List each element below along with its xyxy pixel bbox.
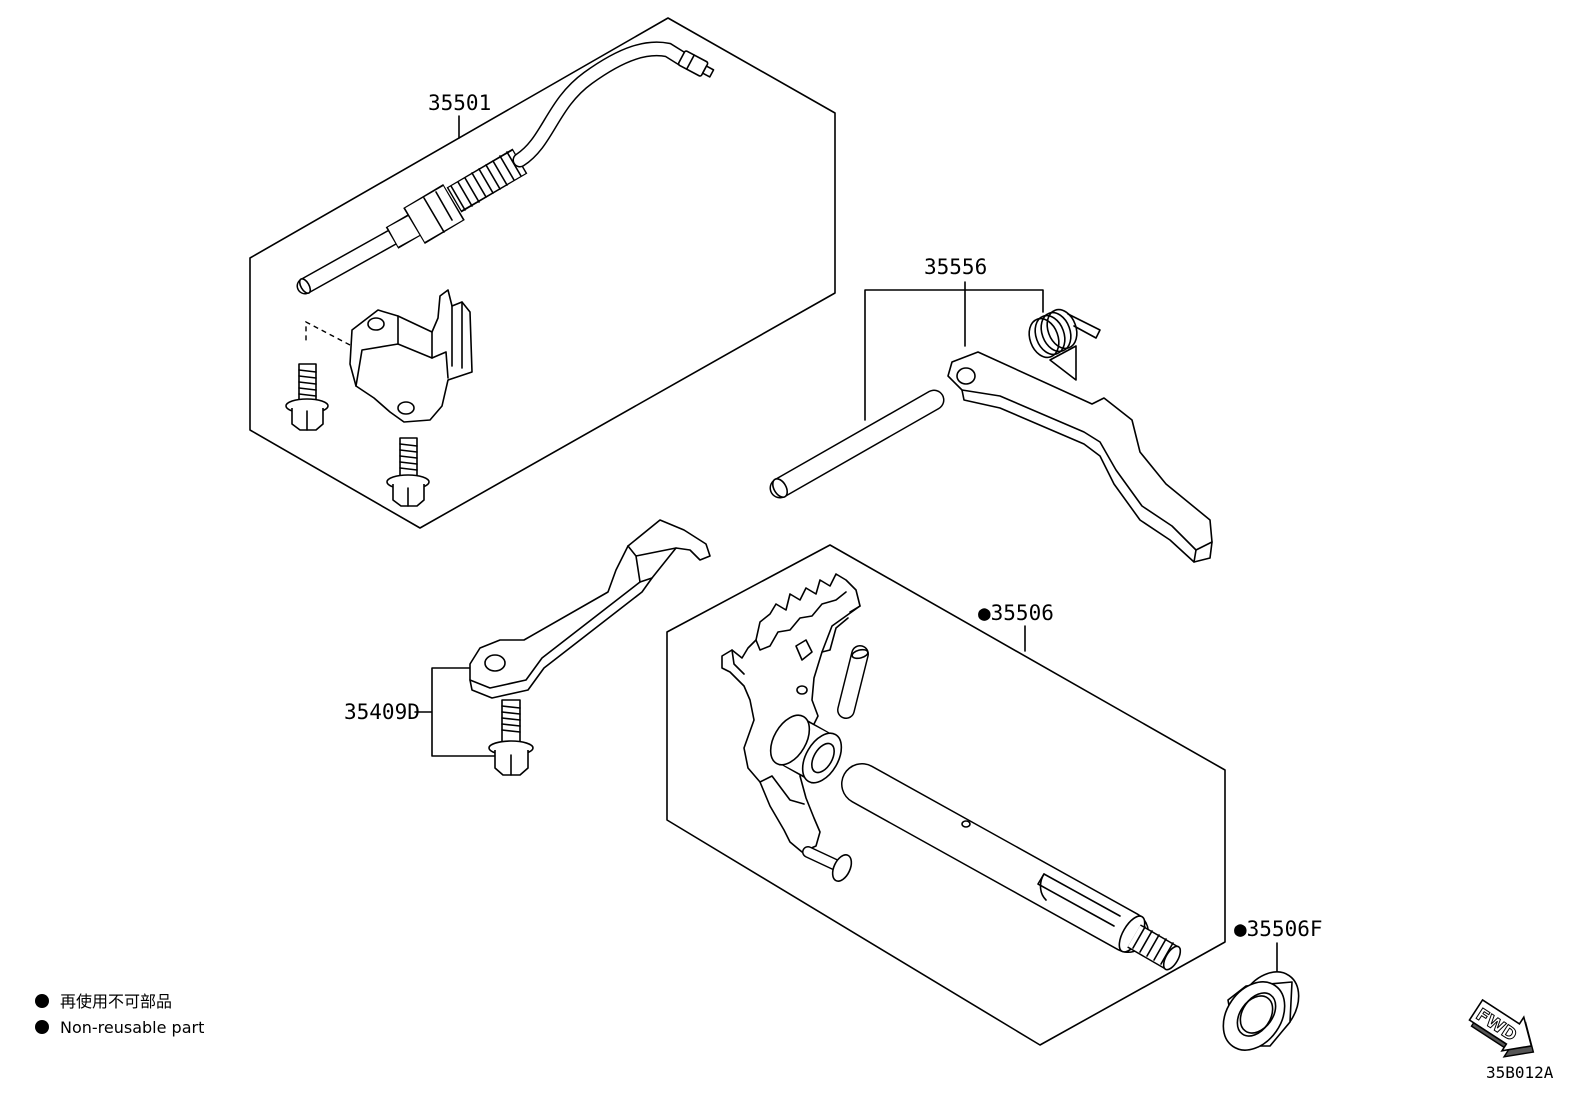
shift-sector-plate — [721, 573, 861, 853]
shaft-kit-outline — [666, 544, 1226, 1046]
spring-leg — [1049, 345, 1077, 381]
lever-set-bracket-lines — [864, 281, 1044, 421]
sector-plate-slot — [795, 639, 813, 661]
detent-plate — [469, 519, 711, 699]
shift-lever — [947, 351, 1213, 563]
shift-bushing — [769, 714, 843, 784]
lever-pin-end — [771, 478, 789, 498]
legend-japanese: 再使用不可部品 — [60, 992, 172, 1011]
cable-bracket-edge — [355, 343, 399, 387]
detent-plate-hole — [484, 654, 506, 672]
bushing-back — [769, 714, 811, 766]
cable-collar-fill — [387, 215, 421, 247]
sector-plate-thickness — [821, 617, 849, 653]
shift-shaft — [841, 763, 1182, 971]
cable-kit-outline — [249, 17, 836, 529]
detent-plate-fold — [627, 545, 677, 583]
oil-seal — [1222, 971, 1300, 1051]
shift-lever-edge — [1193, 549, 1197, 563]
shaft-hole — [961, 820, 971, 828]
roll-pin-fill — [838, 646, 868, 718]
label-35506F: ●35506F — [1234, 917, 1323, 941]
cable-bracket-hole — [397, 401, 415, 415]
shaft-assembly-group: ●35506 — [666, 544, 1226, 1046]
lever-pin — [769, 389, 945, 499]
sector-plate-thickness — [759, 775, 805, 805]
cable-nut-edge — [435, 191, 453, 221]
lever-pin-fill — [771, 391, 943, 497]
shift-lever-thickness — [961, 389, 1213, 563]
fwd-arrow-body — [1468, 998, 1533, 1052]
cable-bracket-edge — [397, 315, 433, 359]
bushing-bore — [811, 742, 835, 774]
legend-bullet — [35, 1020, 49, 1034]
bolt-thread — [501, 705, 521, 733]
roll-pin — [837, 645, 869, 719]
cable-rod-end — [298, 277, 312, 295]
cable-rod-fill — [298, 227, 405, 293]
cable-bracket-hole — [367, 317, 385, 331]
lever-set-group: 35556 — [769, 255, 1213, 563]
detent-plate-body — [469, 519, 711, 689]
fwd-arrow-icon: FWD — [1468, 998, 1535, 1058]
bracket-bolt — [386, 437, 430, 507]
shaft-thread — [1132, 926, 1174, 965]
detent-plate-thickness — [469, 577, 653, 699]
bolt-alignment-dashed-line — [305, 320, 351, 346]
roll-pin-end — [851, 648, 869, 660]
shift-lever-hole — [956, 367, 976, 385]
cable-bracket — [349, 289, 473, 423]
label-35556: 35556 — [924, 255, 987, 279]
legend-english: Non-reusable part — [60, 1018, 204, 1037]
cable-bracket-edge — [431, 351, 449, 379]
lever-return-spring — [1028, 308, 1101, 381]
stud-pin-head — [831, 854, 853, 882]
spring-tail — [1067, 313, 1101, 339]
label-35409D: 35409D — [344, 700, 420, 724]
plate-bolt — [488, 699, 534, 776]
legend-bullet — [35, 994, 49, 1008]
plate-bolt-group: 35409D — [344, 519, 711, 776]
label-35501: 35501 — [428, 91, 491, 115]
cable-bracket-body — [349, 289, 473, 423]
cable-assembly-group: 35501 — [249, 17, 836, 529]
shift-lever-body — [947, 351, 1213, 551]
shaft-flat-edge — [1039, 873, 1047, 901]
stud-pin-fill — [803, 847, 843, 871]
label-35506: ●35506 — [978, 601, 1054, 625]
sector-stud-pin — [802, 846, 853, 882]
cable-boot-fill — [448, 150, 526, 211]
seal-lip — [1239, 992, 1277, 1034]
bolt-thread — [298, 369, 317, 397]
bolt-thread — [399, 443, 418, 471]
cable-boot-ridges — [450, 151, 522, 211]
plate-bolt-bracket-lines — [414, 667, 497, 757]
shaft-fill — [842, 764, 1148, 952]
shift-cable — [296, 41, 715, 295]
bracket-bolt — [285, 363, 329, 431]
shaft-thread-end — [1162, 945, 1182, 971]
cable-end-connector — [677, 50, 715, 78]
sector-plate-body — [721, 573, 861, 853]
cable-wire-fill — [514, 42, 690, 166]
sector-plate-teeth-edge — [731, 591, 861, 675]
oil-seal-group: ●35506F — [1222, 917, 1323, 1051]
sector-plate-hole — [796, 685, 808, 695]
cable-bracket-clip — [451, 301, 463, 369]
diagram-code: 35B012A — [1486, 1063, 1554, 1082]
cable-nut-edge — [423, 197, 445, 233]
legend: 再使用不可部品 Non-reusable part — [35, 992, 204, 1037]
